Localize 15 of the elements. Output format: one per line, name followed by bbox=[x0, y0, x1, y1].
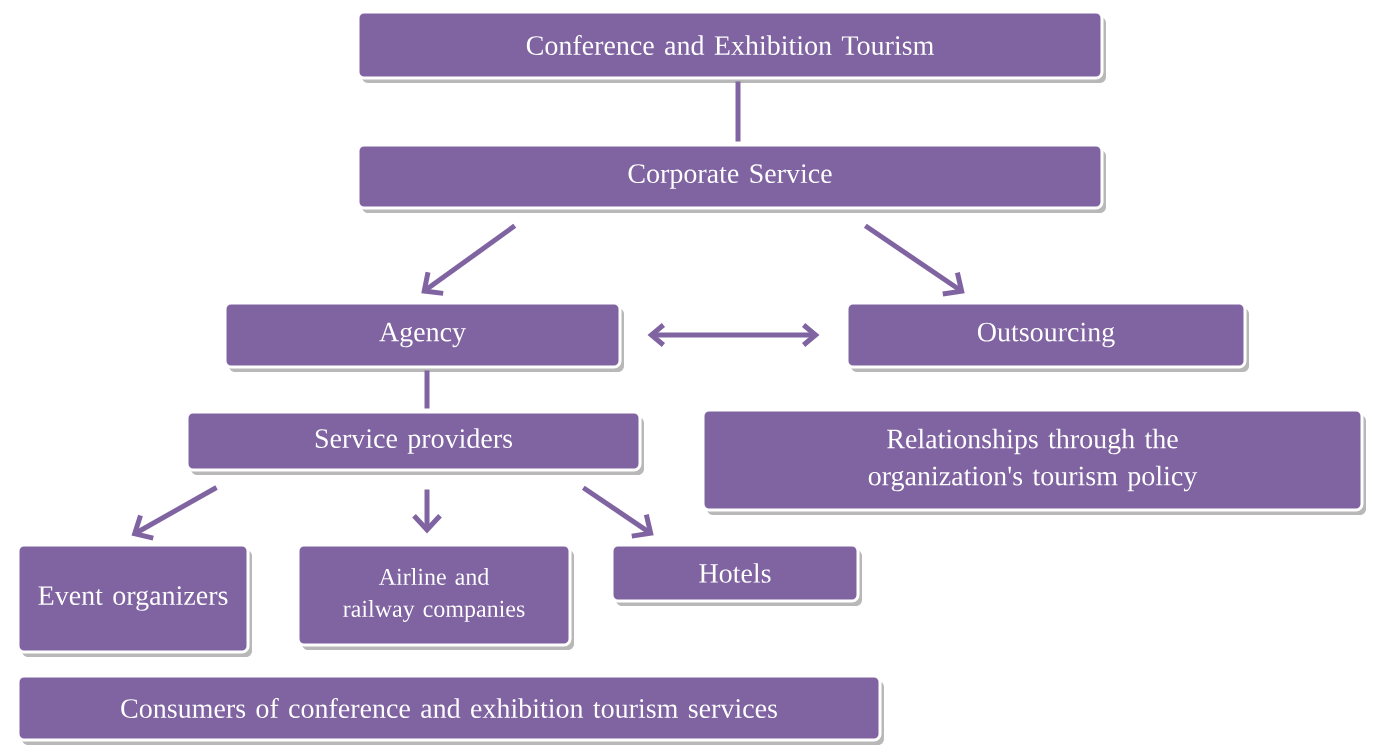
process-box: Agency bbox=[223, 301, 624, 372]
process-box: Service providers bbox=[185, 410, 644, 475]
process-box: Consumers of conference and exhibition tourism services bbox=[16, 674, 884, 745]
arrow bbox=[421, 223, 517, 296]
process-box: Hotels bbox=[610, 543, 862, 606]
process-box: Corporate Service bbox=[356, 143, 1106, 213]
arrow bbox=[647, 323, 820, 347]
arrow bbox=[131, 485, 218, 541]
process-box: Event organizers bbox=[16, 543, 252, 657]
process-box: Airline and railway companies bbox=[296, 543, 574, 650]
process-box: Relationships through the organization's tourism policy bbox=[701, 408, 1366, 515]
arrow bbox=[581, 485, 654, 539]
process-box: Conference and Exhibition Tourism bbox=[356, 10, 1106, 83]
arrow bbox=[863, 223, 965, 297]
process-box: Outsourcing bbox=[845, 301, 1249, 372]
